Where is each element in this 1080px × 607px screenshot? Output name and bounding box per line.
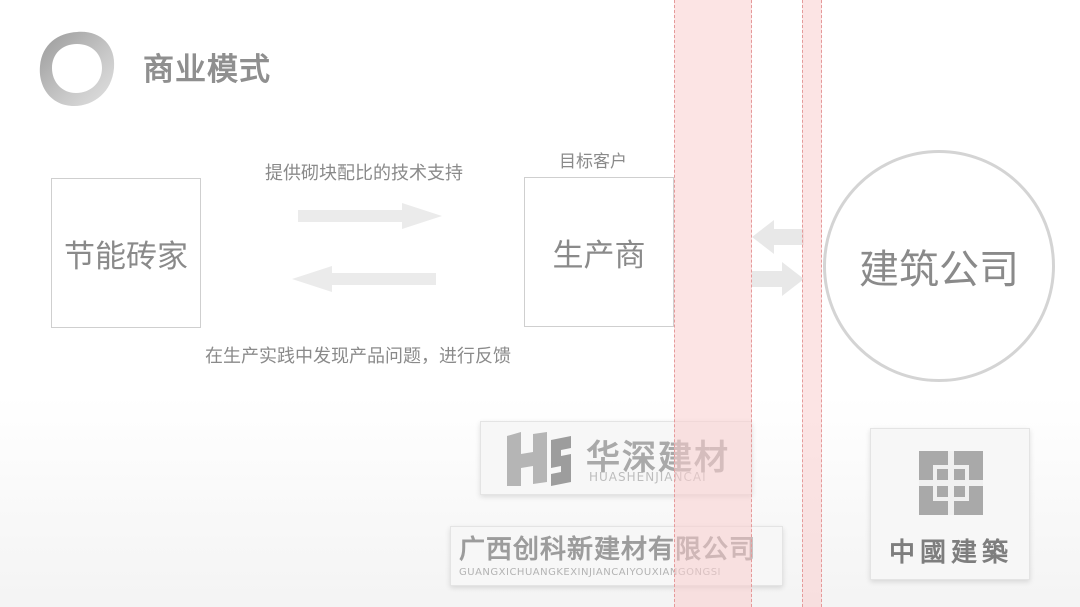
note-feedback: 在生产实践中发现产品问题，进行反馈	[205, 346, 511, 367]
page-title: 商业模式	[143, 52, 271, 88]
note-target-customer: 目标客户	[559, 152, 627, 172]
note-tech-support: 提供砌块配比的技术支持	[265, 163, 463, 184]
node-energy-expert-label: 节能砖家	[64, 238, 188, 275]
cscec-emblem-icon	[919, 451, 983, 515]
arrow-left-icon	[292, 266, 436, 292]
guide-strip	[674, 0, 752, 607]
node-construction-company-label: 建筑公司	[859, 247, 1019, 293]
hs-monogram-icon	[507, 432, 571, 486]
node-energy-expert: 节能砖家	[51, 178, 201, 328]
arrow-right-icon	[752, 262, 804, 296]
arrow-left-icon	[752, 220, 804, 254]
logo-cscec: 中國建築	[870, 428, 1030, 580]
guide-strip	[802, 0, 822, 607]
arrow-right-icon	[298, 203, 442, 229]
ring-logo-icon	[39, 31, 115, 107]
node-manufacturer: 生产商	[524, 177, 674, 327]
node-construction-company: 建筑公司	[823, 150, 1055, 382]
cscec-name-cn: 中國建築	[888, 538, 1013, 568]
node-manufacturer-label: 生产商	[552, 237, 646, 274]
chuangke-name-en: GUANGXICHUANGKEXINJIANCAIYOUXIANGONGSI	[459, 567, 721, 578]
